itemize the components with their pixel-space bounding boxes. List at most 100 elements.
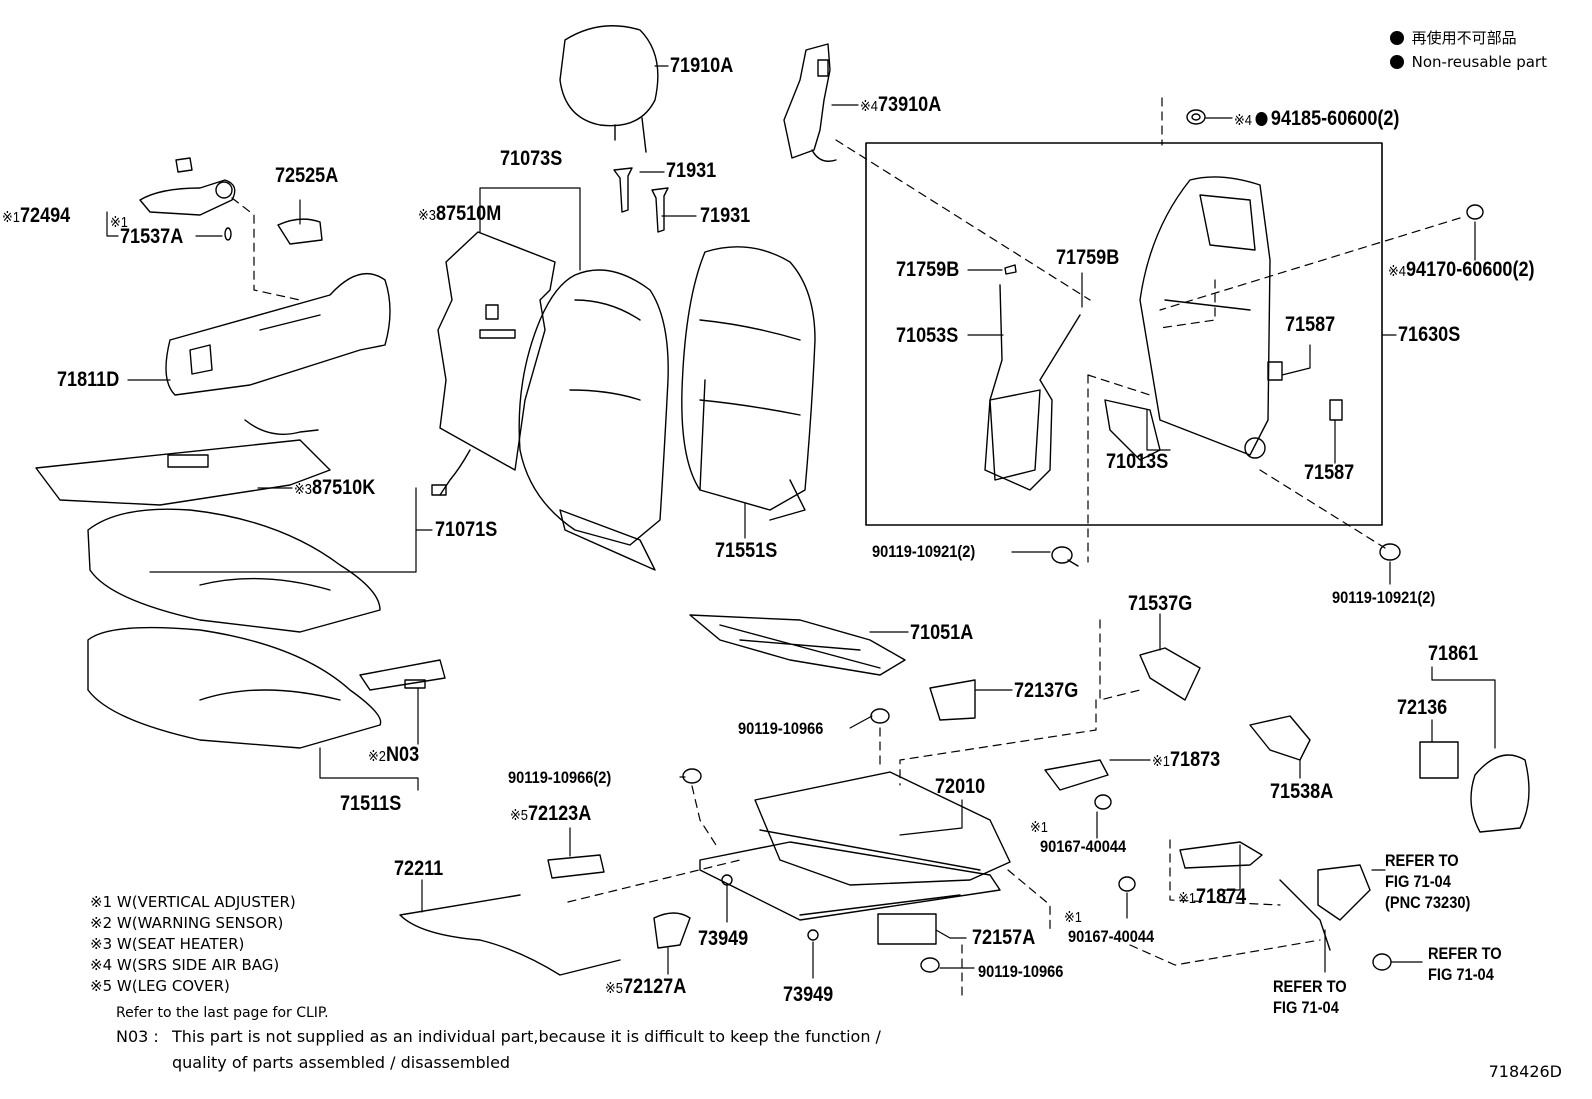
label-71587-b: 71587 xyxy=(1304,461,1355,484)
label-71811D: 71811D xyxy=(57,368,120,391)
label-94170: ※494170-60600(2) xyxy=(1388,258,1535,281)
label-90119-10966-a: 90119-10966 xyxy=(738,719,824,738)
clip-73949-a xyxy=(721,874,733,886)
note-5: ※5 W(LEG COVER) xyxy=(90,977,230,995)
cover-71873 xyxy=(1044,759,1109,791)
label-71874: ※171874 xyxy=(1178,885,1247,908)
legend-en: Non-reusable part xyxy=(1389,50,1547,74)
label-72010: 72010 xyxy=(935,775,986,798)
heater-mat-87510K xyxy=(35,419,331,506)
non-reusable-dot-icon xyxy=(1255,112,1268,127)
label-71537A: ※1 xyxy=(110,214,128,231)
label-72127A: ※572127A xyxy=(605,975,687,998)
label-71551S: 71551S xyxy=(715,539,778,562)
label-72123A: ※572123A xyxy=(510,802,592,825)
label-71931-b: 71931 xyxy=(700,204,751,227)
label-72494: ※172494 xyxy=(2,204,71,227)
label-90119-10966-c: 90119-10966 xyxy=(978,962,1064,981)
cover-72525A xyxy=(277,218,323,245)
side-airbag-73910A xyxy=(783,43,837,162)
label-N03: ※2N03 xyxy=(368,743,420,766)
nut-94185 xyxy=(1186,109,1206,125)
label-71053S: 71053S xyxy=(896,324,959,347)
label-71910A: 71910A xyxy=(670,54,734,77)
seatback-cover-71073S xyxy=(518,269,669,571)
label-73949-a: 73949 xyxy=(698,927,749,950)
label-71873: ※171873 xyxy=(1152,748,1221,771)
bolt-90119-10966-c xyxy=(920,957,940,973)
label-90167-40044-b: ※1 xyxy=(1064,909,1082,926)
wire-72211 xyxy=(399,894,621,976)
note-4: ※4 W(SRS SIDE AIR BAG) xyxy=(90,956,280,974)
label-71511S: 71511S xyxy=(340,792,402,815)
label-71537G: 71537G xyxy=(1128,592,1193,615)
label-71759B-a: 71759B xyxy=(896,258,960,281)
legend-jp: 再使用不可部品 xyxy=(1389,26,1547,50)
bracket-71013S xyxy=(1104,399,1161,461)
label-71071S: 71071S xyxy=(435,518,498,541)
label-90167-40044-a-num: 90167-40044 xyxy=(1040,837,1127,856)
label-90119-10966-2: 90119-10966(2) xyxy=(508,768,612,787)
label-71861: 71861 xyxy=(1428,642,1479,665)
spring-71051A xyxy=(689,614,906,676)
label-72136: 72136 xyxy=(1397,696,1448,719)
label-71630S: 71630S xyxy=(1398,323,1461,346)
illustration-code: 718426D xyxy=(1488,1062,1562,1081)
headrest-71910A xyxy=(559,25,659,153)
cushion-cover-71071S xyxy=(87,508,381,633)
heater-mat-87510M xyxy=(431,231,556,496)
bracket-71538A xyxy=(1249,715,1311,761)
label-71538A: 71538A xyxy=(1270,780,1334,803)
clip-71587-b xyxy=(1329,399,1343,421)
seatback-pad-71551S xyxy=(681,246,816,521)
label-71051A: 71051A xyxy=(910,621,974,644)
n03-line1: This part is not supplied as an individu… xyxy=(172,1027,881,1046)
cover-71861 xyxy=(1470,754,1530,833)
legend-dot-icon xyxy=(1389,55,1404,69)
clip-73949-b xyxy=(807,929,819,941)
label-73910A: ※473910A xyxy=(860,93,942,116)
bracket-71537G xyxy=(1139,647,1201,701)
label-90167-40044-b-num: 90167-40044 xyxy=(1068,927,1155,946)
bolt-90119-10966-b xyxy=(682,768,702,784)
label-72157A: 72157A xyxy=(972,926,1036,949)
leader-lines xyxy=(106,65,1496,979)
n03-label: N03 : xyxy=(116,1027,159,1046)
cover-72136 xyxy=(1419,741,1459,779)
label-72211: 72211 xyxy=(394,857,444,880)
footnotes: ※1 W(VERTICAL ADJUSTER) ※2 W(WARNING SEN… xyxy=(90,892,296,997)
nut-94170 xyxy=(1466,204,1484,220)
seatback-frame-71630S xyxy=(1139,176,1271,459)
label-87510M: ※387510M xyxy=(418,202,502,225)
label-90167-40044-a: ※1 xyxy=(1030,819,1048,836)
lever-72494 xyxy=(139,157,236,241)
headrest-guides-71931 xyxy=(613,167,669,233)
cover-72157A xyxy=(877,913,937,945)
n03-line2: quality of parts assembled / disassemble… xyxy=(172,1053,511,1072)
bolt-90167-40044-a xyxy=(1094,794,1112,810)
label-71931-a: 71931 xyxy=(666,159,717,182)
clip-71587-a xyxy=(1267,361,1283,381)
legend-dot-icon xyxy=(1389,31,1404,45)
label-90119-10921-a: 90119-10921(2) xyxy=(872,542,976,561)
seat-adjuster-72010 xyxy=(699,771,1011,921)
legend: 再使用不可部品 Non-reusable part xyxy=(1389,26,1547,74)
bolt-90167-40044-b xyxy=(1118,876,1136,892)
label-71013S: 71013S xyxy=(1106,450,1169,473)
label-71587-a: 71587 xyxy=(1285,313,1336,336)
cover-72137G xyxy=(929,679,976,721)
clip-note: Refer to the last page for CLIP. xyxy=(116,1005,329,1021)
cover-72123A xyxy=(547,854,605,879)
label-73949-b: 73949 xyxy=(783,983,834,1006)
note-3: ※3 W(SEAT HEATER) xyxy=(90,935,245,953)
sensor-N03 xyxy=(359,659,446,691)
cover-71874 xyxy=(1179,841,1263,869)
label-87510K: ※387510K xyxy=(294,476,376,499)
note-2: ※2 W(WARNING SENSOR) xyxy=(90,914,284,932)
